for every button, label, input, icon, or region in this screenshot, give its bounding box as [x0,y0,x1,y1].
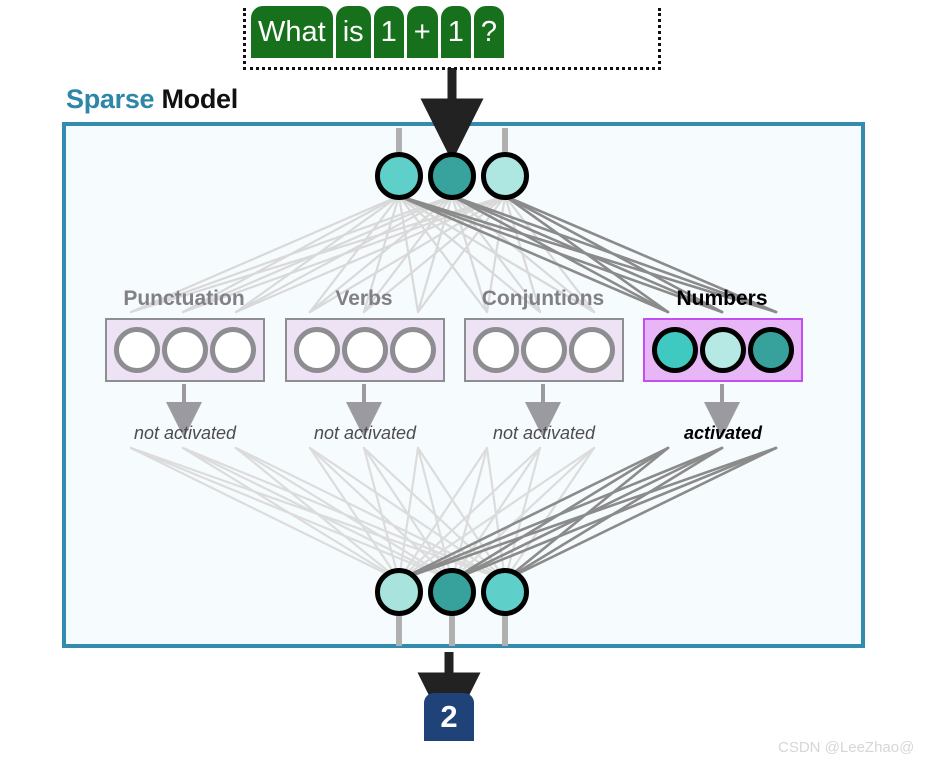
neuron-slot-numbers-1[interactable] [652,327,698,373]
token-one-first[interactable]: 1 [373,6,404,58]
output-value-box: 2 [424,693,474,741]
title-keyword: Sparse [66,84,155,114]
encoder-neuron-1[interactable] [375,152,423,200]
group-label-verbs: Verbs [335,287,393,310]
encoder-neuron-2[interactable] [428,152,476,200]
title-rest: Model [154,84,238,114]
neuron-slot-verbs-2[interactable] [342,327,388,373]
neuron-slot-verbs-3[interactable] [390,327,436,373]
group-box-punctuation[interactable] [105,318,265,382]
token-one-second[interactable]: 1 [440,6,471,58]
group-label-numbers: Numbers [676,287,768,310]
neuron-slot-numbers-3[interactable] [748,327,794,373]
encoder-neuron-3[interactable] [481,152,529,200]
token-row: What is 1 + 1 ? [246,6,504,58]
token-plus[interactable]: + [406,6,438,58]
token-question-mark[interactable]: ? [473,6,504,58]
decoder-neuron-2[interactable] [428,568,476,616]
neuron-slot-conjunctions-3[interactable] [569,327,615,373]
neuron-slot-punctuation-1[interactable] [114,327,160,373]
neuron-slot-verbs-1[interactable] [294,327,340,373]
token-is[interactable]: is [335,6,371,58]
decoder-neuron-1[interactable] [375,568,423,616]
neuron-slot-conjunctions-2[interactable] [521,327,567,373]
state-label-punctuation: not activated [133,423,237,443]
group-box-verbs[interactable] [285,318,445,382]
group-box-conjunctions[interactable] [464,318,624,382]
sparse-model-panel [62,122,865,648]
state-label-conjunctions: not activated [492,423,596,443]
page-title: Sparse Model [66,84,238,115]
neuron-slot-numbers-2[interactable] [700,327,746,373]
watermark: CSDN @LeeZhao@ [778,739,915,756]
neuron-slot-punctuation-3[interactable] [210,327,256,373]
group-label-conjunctions: Conjuntions [481,287,605,310]
neuron-slot-conjunctions-1[interactable] [473,327,519,373]
state-label-numbers: activated [683,423,763,443]
state-label-verbs: not activated [313,423,417,443]
decoder-neuron-3[interactable] [481,568,529,616]
neuron-slot-punctuation-2[interactable] [162,327,208,373]
group-label-punctuation: Punctuation [123,287,245,310]
input-token-strip: What is 1 + 1 ? [243,6,661,70]
token-what[interactable]: What [251,6,333,58]
group-box-numbers[interactable] [643,318,803,382]
